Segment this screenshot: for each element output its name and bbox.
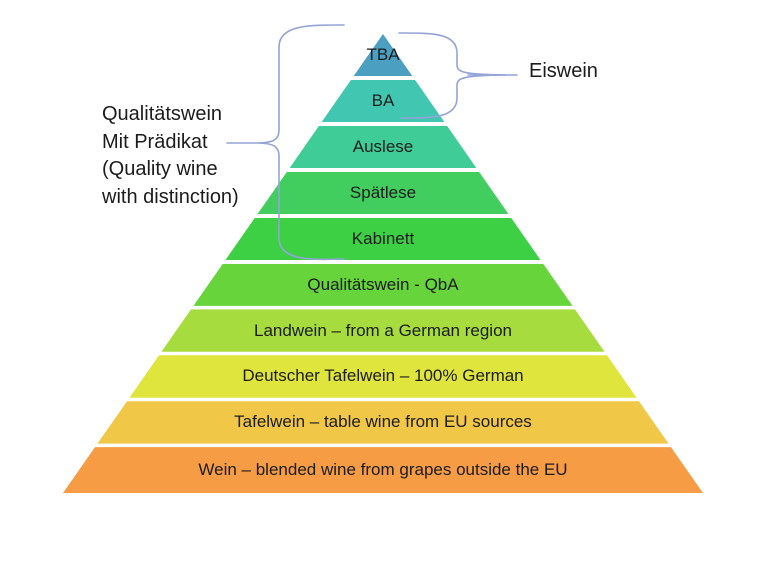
left-annotation: Qualitätswein Mit Prädikat (Quality wine… — [102, 101, 239, 211]
left-annotation-line: with distinction) — [102, 185, 239, 208]
pyramid-layer-shape — [63, 447, 703, 493]
left-annotation-line: Mit Prädikat — [102, 130, 208, 153]
left-annotation-line: (Quality wine — [102, 158, 218, 180]
pyramid-layer-shape — [97, 401, 669, 444]
left-annotation-line: Qualitätswein — [102, 103, 223, 125]
pyramid-layer-shape — [193, 263, 573, 306]
pyramid-layer-shape — [257, 171, 509, 215]
right-annotation-eiswein: Eiswein — [529, 60, 598, 82]
pyramid-layer-shape — [289, 125, 477, 169]
pyramid-layer-shape — [161, 309, 605, 352]
pyramid-layer-shape — [129, 355, 637, 398]
pyramid-layer-shape — [225, 217, 541, 260]
left-brace — [258, 24, 345, 261]
